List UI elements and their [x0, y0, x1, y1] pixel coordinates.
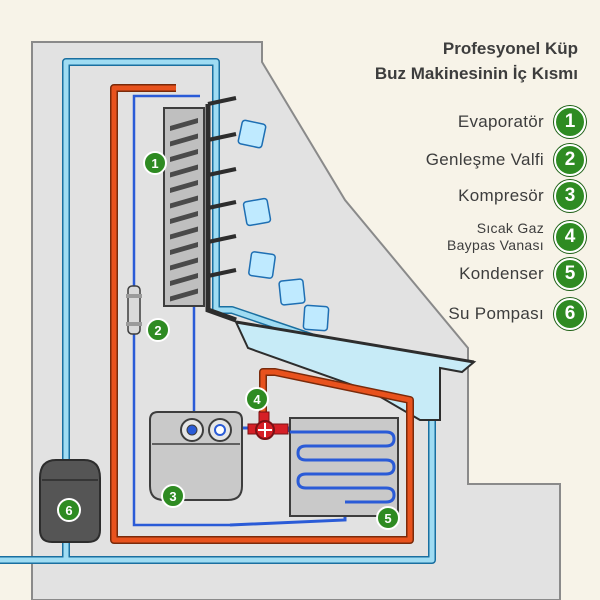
- legend-badge: 3: [554, 180, 586, 212]
- legend-item-water-pump: Su Pompası 6: [448, 298, 586, 330]
- badge-compressor: 3: [161, 484, 185, 508]
- evaporator-coil-segment: [170, 273, 198, 286]
- legend-label-line-2: Baypas Vanası: [446, 237, 544, 253]
- expansion-valve-band-bottom: [126, 322, 142, 326]
- legend-label: Sıcak Gaz Baypas Vanası: [447, 220, 544, 254]
- evaporator-coil-segment: [170, 257, 198, 271]
- svg-text:5: 5: [384, 511, 391, 526]
- legend-item-evaporator: Evaporatör 1: [458, 106, 586, 138]
- legend-badge: 2: [554, 144, 586, 176]
- plate-fin: [207, 268, 237, 278]
- badge-bypass-valve: 4: [245, 387, 269, 411]
- ice-cube: [237, 119, 267, 149]
- badge-water-pump: 6: [57, 498, 81, 522]
- evaporator-coil-segment: [170, 149, 198, 162]
- expansion-valve-band-top: [126, 294, 142, 298]
- legend-item-condenser: Kondenser 5: [459, 258, 586, 290]
- legend-badge: 1: [554, 106, 586, 138]
- legend-badge: 6: [554, 298, 586, 330]
- plate-fin: [207, 167, 237, 177]
- evaporator-coil-segment: [170, 242, 198, 255]
- legend-label: Evaporatör: [457, 112, 544, 131]
- svg-text:1: 1: [151, 156, 158, 171]
- plate-fin: [207, 234, 237, 244]
- title-line-1: Profesyonel Küp: [442, 39, 578, 58]
- evaporator-coil-segment: [170, 180, 198, 193]
- condenser: [289, 417, 399, 517]
- evaporator-coil-segment: [170, 226, 198, 240]
- freezing-plate-fins: [207, 96, 237, 322]
- evaporator-coil-segment: [170, 211, 198, 224]
- condenser-coil: [290, 430, 396, 504]
- svg-text:2: 2: [154, 323, 161, 338]
- compressor-port-left-inner: [186, 424, 198, 436]
- legend-label-line-1: Sıcak Gaz: [476, 220, 544, 236]
- badge-evaporator: 1: [143, 151, 167, 175]
- legend-badge: 4: [554, 221, 586, 253]
- badge-condenser: 5: [376, 506, 400, 530]
- ice-tray-rim: [235, 320, 475, 364]
- evaporator-coil-segment: [170, 195, 198, 209]
- water-line-inner: [0, 59, 435, 563]
- legend-label: Kondenser: [459, 264, 544, 283]
- plate-fin: [207, 308, 237, 322]
- ice-cube: [242, 197, 272, 227]
- hot-gas-line-inner: [111, 85, 413, 543]
- svg-text:3: 3: [169, 489, 176, 504]
- ice-cubes: [237, 119, 330, 332]
- svg-text:4: 4: [253, 392, 261, 407]
- plate-fin: [207, 132, 237, 142]
- legend-item-bypass-valve: Sıcak Gaz Baypas Vanası 4: [447, 220, 586, 254]
- plate-fin: [207, 200, 237, 210]
- legend-badge: 5: [554, 258, 586, 290]
- legend-label: Kompresör: [458, 186, 544, 205]
- ice-cube: [302, 304, 330, 332]
- ice-tray: [234, 320, 477, 421]
- legend-item-compressor: Kompresör 3: [458, 180, 586, 212]
- evaporator-coil-segment: [170, 288, 198, 302]
- compressor-port-right-inner: [214, 424, 226, 436]
- diagram-title: Profesyonel Küp Buz Makinesinin İç Kısmı: [375, 36, 578, 86]
- evaporator-coil-segment: [170, 133, 198, 147]
- ice-cube: [278, 278, 306, 306]
- plate-fin: [207, 96, 237, 106]
- title-line-2: Buz Makinesinin İç Kısmı: [374, 64, 578, 83]
- evaporator-coil-segment: [170, 118, 198, 131]
- evaporator-coil-segment: [170, 164, 198, 178]
- evaporator-coils: [170, 118, 198, 302]
- legend-label: Genleşme Valfi: [425, 150, 544, 169]
- legend-item-expansion-valve: Genleşme Valfi 2: [426, 144, 586, 176]
- legend-label: Su Pompası: [448, 304, 544, 323]
- ice-cube: [248, 251, 276, 279]
- expansion-valve: [127, 285, 141, 335]
- svg-text:6: 6: [65, 503, 72, 518]
- badge-expansion-valve: 2: [146, 318, 170, 342]
